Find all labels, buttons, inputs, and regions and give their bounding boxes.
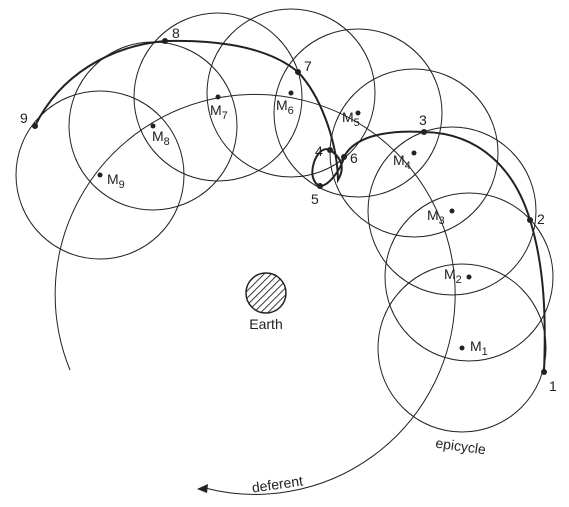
planet-dot-7 <box>295 69 301 75</box>
center-label-m3: M3 <box>427 207 445 227</box>
planet-points: 1 2 3 4 5 6 7 8 9 <box>20 25 557 394</box>
planet-label-4: 4 <box>315 143 323 159</box>
planet-label-8: 8 <box>172 25 180 41</box>
center-dot-m2 <box>466 274 472 280</box>
center-label-m7: M7 <box>210 102 228 122</box>
center-dot-m7 <box>215 94 221 100</box>
epicycle-label: epicycle <box>435 435 488 458</box>
center-dot-m8 <box>150 123 156 129</box>
center-label-m2: M2 <box>444 266 462 286</box>
planet-path <box>34 39 546 373</box>
planet-label-9: 9 <box>20 110 28 126</box>
epicycle-circle-2 <box>384 192 554 362</box>
center-label-m4: M4 <box>393 152 411 172</box>
center-label-m5: M5 <box>342 109 360 129</box>
planet-dot-3 <box>421 129 427 135</box>
planet-label-3: 3 <box>419 112 427 128</box>
planet-dot-1 <box>541 369 547 375</box>
planet-label-2: 2 <box>537 211 545 227</box>
center-label-m6: M6 <box>276 97 294 117</box>
planet-label-5: 5 <box>311 191 319 207</box>
center-label-m9: M9 <box>107 171 125 191</box>
deferent-arrow-icon <box>197 484 208 493</box>
center-dot-m4 <box>411 150 417 156</box>
deferent-label: deferent <box>251 473 304 496</box>
epicycle-circle-9 <box>15 90 185 260</box>
planet-dot-6 <box>341 154 347 160</box>
center-dot-m9 <box>97 172 103 178</box>
epicycle-circles <box>15 8 554 433</box>
planet-label-6: 6 <box>350 150 358 166</box>
planet-dot-9 <box>32 123 38 129</box>
center-label-m8: M8 <box>152 128 170 148</box>
epicycle-centers: M1 M2 M3 M4 M5 M6 M7 M8 M9 <box>97 90 488 358</box>
deferent-circle <box>54 93 456 495</box>
planet-dot-8 <box>162 38 168 44</box>
epicycle-circle-3 <box>367 126 537 296</box>
earth-icon <box>245 272 287 314</box>
planet-dot-5 <box>317 183 323 189</box>
planet-dot-4 <box>327 147 333 153</box>
planet-label-1: 1 <box>549 378 557 394</box>
planet-dot-2 <box>527 217 533 223</box>
epicycle-circle-5 <box>273 28 443 198</box>
center-label-m1: M1 <box>470 338 488 358</box>
epicycle-circle-6 <box>206 8 376 178</box>
center-dot-m3 <box>449 208 455 214</box>
epicycle-circle-7 <box>133 12 303 182</box>
center-dot-m5 <box>355 110 361 116</box>
earth-label: Earth <box>249 316 282 332</box>
epicycle-circle-1 <box>377 263 547 433</box>
center-dot-m1 <box>459 345 465 351</box>
center-dot-m6 <box>288 90 294 96</box>
planet-label-7: 7 <box>304 58 312 74</box>
